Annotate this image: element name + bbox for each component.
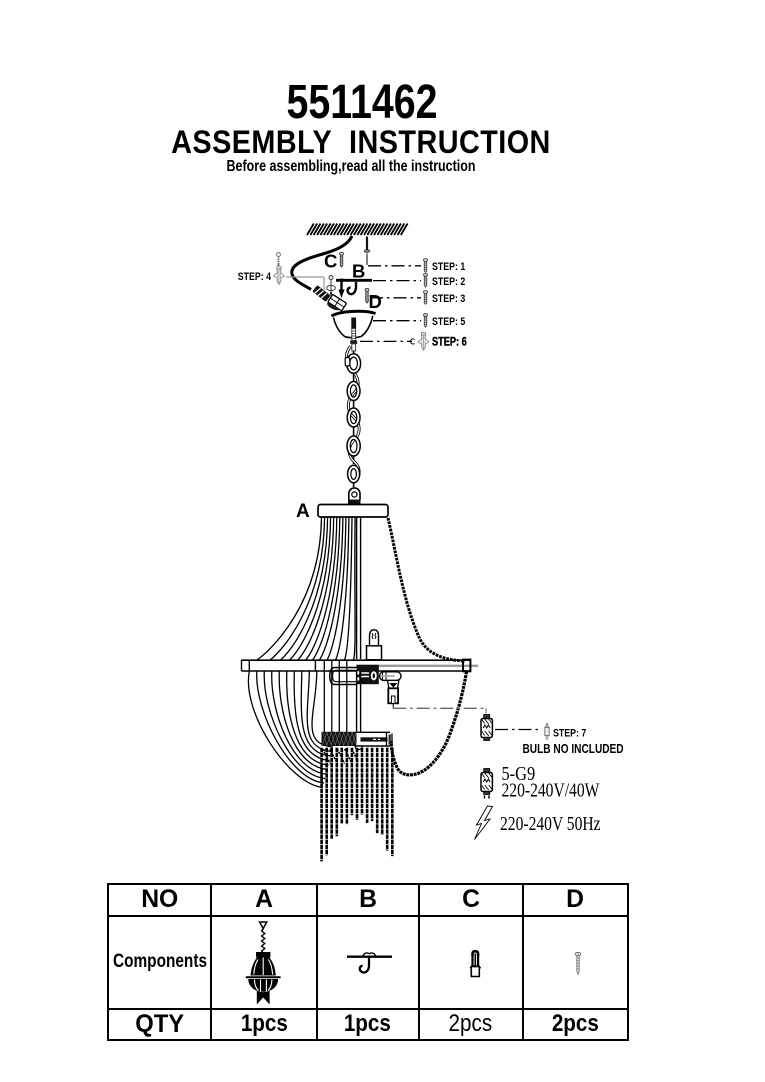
svg-text:D: D bbox=[369, 291, 382, 312]
svg-text:STEP: 2: STEP: 2 bbox=[432, 276, 466, 288]
svg-text:5-G9: 5-G9 bbox=[502, 763, 536, 785]
svg-text:STEP: 6: STEP: 6 bbox=[432, 337, 467, 349]
svg-text:C: C bbox=[324, 251, 337, 272]
svg-text:STEP: 4: STEP: 4 bbox=[238, 271, 272, 283]
svg-text:STEP: 3: STEP: 3 bbox=[432, 293, 466, 305]
svg-text:STEP: 1: STEP: 1 bbox=[432, 261, 466, 273]
svg-text:STEP: 5: STEP: 5 bbox=[432, 316, 466, 328]
svg-text:A: A bbox=[296, 501, 310, 522]
svg-text:220-240V 50Hz: 220-240V 50Hz bbox=[500, 812, 601, 834]
svg-text:B: B bbox=[352, 261, 365, 282]
svg-text:STEP: 7: STEP: 7 bbox=[553, 727, 587, 739]
svg-text:BULB NO INCLUDED: BULB NO INCLUDED bbox=[523, 743, 624, 756]
svg-text:220-240V/40W: 220-240V/40W bbox=[502, 779, 600, 801]
